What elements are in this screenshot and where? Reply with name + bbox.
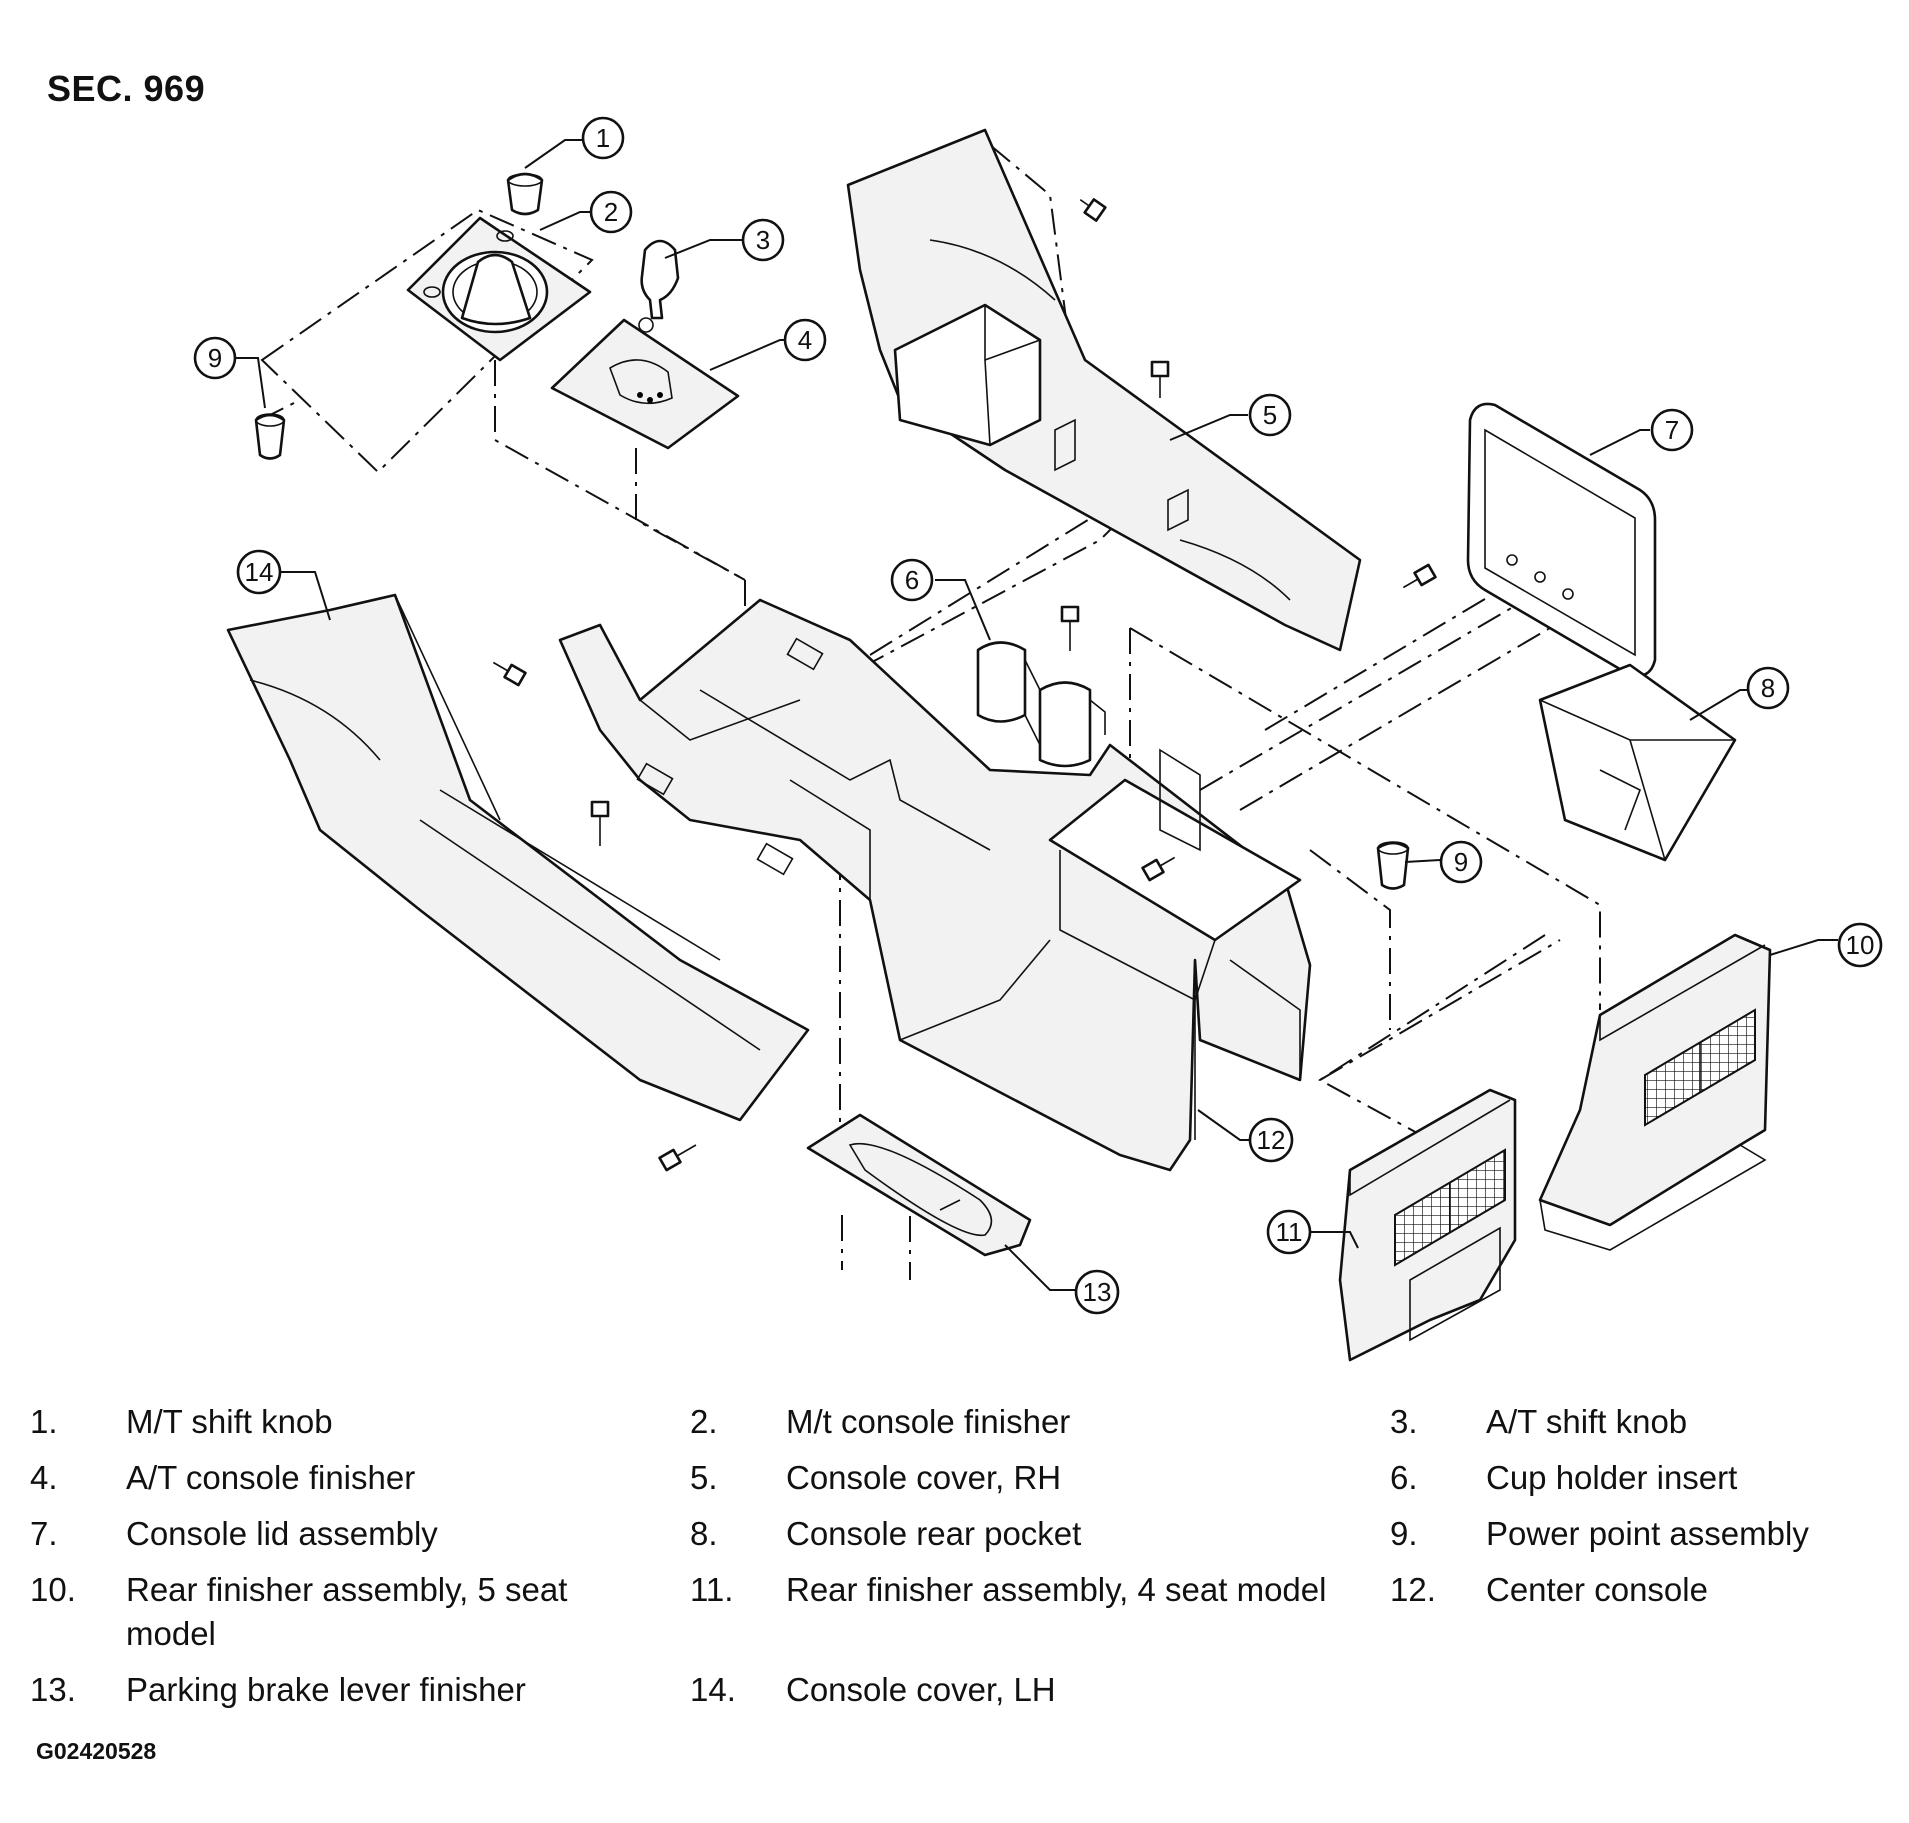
callout-3: 3 xyxy=(741,218,785,262)
power-point-left xyxy=(254,413,286,460)
power-point-right xyxy=(1376,841,1410,890)
legend-number: 5. xyxy=(690,1459,718,1496)
console-rear-pocket xyxy=(1538,663,1737,862)
console-cover-lh xyxy=(226,593,810,1122)
center-console xyxy=(558,598,1312,1172)
callout-label: 10 xyxy=(1846,930,1875,960)
callout-4: 4 xyxy=(783,318,827,362)
legend-number: 7. xyxy=(30,1515,58,1552)
callout-label: 2 xyxy=(604,197,618,227)
legend-text: Console rear pocket xyxy=(786,1515,1082,1552)
callout-label: 14 xyxy=(245,557,274,587)
legend-number: 4. xyxy=(30,1459,58,1496)
legend-text: Rear finisher assembly, 4 seat model xyxy=(786,1571,1327,1608)
callout-label: 4 xyxy=(798,325,812,355)
at-shift-knob xyxy=(640,239,680,320)
screw-icon xyxy=(1150,360,1170,398)
callout-10: 10 xyxy=(1837,922,1883,968)
image-code: G02420528 xyxy=(36,1738,157,1764)
legend-text: Console cover, RH xyxy=(786,1459,1062,1496)
console-cover-rh xyxy=(846,128,1362,652)
legend-text: A/T shift knob xyxy=(1486,1403,1688,1440)
mt-shift-knob xyxy=(506,172,544,216)
callout-label: 5 xyxy=(1263,400,1277,430)
callout-6: 6 xyxy=(890,558,934,602)
legend-text: Parking brake lever finisher xyxy=(126,1671,526,1708)
rear-finisher-5-seat xyxy=(1538,933,1772,1251)
legend-number: 12. xyxy=(1390,1571,1436,1608)
parking-brake-lever-finisher xyxy=(806,1113,1032,1257)
legend-number: 1. xyxy=(30,1403,58,1440)
legend-text: M/t console finisher xyxy=(786,1403,1071,1440)
legend-text: Rear finisher assembly, 5 seat model xyxy=(126,1571,568,1652)
legend-number: 2. xyxy=(690,1403,718,1440)
screw-icon xyxy=(1079,198,1107,222)
exploded-parts-diagram: 1 2 3 4 5 6 7 8 9 9 10 11 12 13 14 xyxy=(193,116,1883,1362)
callout-12: 12 xyxy=(1248,1117,1294,1163)
legend-text: Power point assembly xyxy=(1486,1515,1809,1552)
legend-number: 6. xyxy=(1390,1459,1418,1496)
legend-number: 3. xyxy=(1390,1403,1418,1440)
legend-text: Console cover, LH xyxy=(786,1671,1056,1708)
at-console-finisher xyxy=(550,317,740,450)
screw-icon xyxy=(1060,605,1080,651)
rear-finisher-4-seat xyxy=(1338,1088,1517,1362)
screw-icon xyxy=(1141,856,1176,882)
callout-5: 5 xyxy=(1248,393,1292,437)
callout-label: 8 xyxy=(1761,673,1775,703)
legend-number: 13. xyxy=(30,1671,76,1708)
screw-icon xyxy=(492,661,527,687)
callout-11: 11 xyxy=(1266,1209,1312,1255)
callout-label: 7 xyxy=(1665,415,1679,445)
legend-number: 14. xyxy=(690,1671,736,1708)
callout-label: 6 xyxy=(905,565,919,595)
legend-number: 8. xyxy=(690,1515,718,1552)
legend-number: 11. xyxy=(690,1571,734,1608)
legend-text: A/T console finisher xyxy=(126,1459,416,1496)
callout-14: 14 xyxy=(236,549,282,595)
callout-8: 8 xyxy=(1746,666,1790,710)
legend-number: 10. xyxy=(30,1571,76,1608)
screws xyxy=(492,198,1437,1172)
callout-13: 13 xyxy=(1074,1269,1120,1315)
screw-icon xyxy=(658,1144,697,1172)
legend-text: Console lid assembly xyxy=(126,1515,438,1552)
callout-2: 2 xyxy=(589,190,633,234)
callout-label: 9 xyxy=(1454,847,1468,877)
callout-7: 7 xyxy=(1650,408,1694,452)
callout-label: 11 xyxy=(1276,1217,1303,1247)
callout-label: 1 xyxy=(596,123,610,153)
cup-holder-insert xyxy=(976,641,1106,768)
callout-label: 3 xyxy=(756,225,770,255)
leader-lines xyxy=(236,139,1838,1291)
callout-9-right: 9 xyxy=(1439,840,1483,884)
legend-text: M/T shift knob xyxy=(126,1403,333,1440)
console-lid-assembly xyxy=(1466,402,1657,678)
legend-text: Center console xyxy=(1486,1571,1708,1608)
legend-number: 9. xyxy=(1390,1515,1418,1552)
mt-console-finisher xyxy=(406,216,592,362)
callout-9-left: 9 xyxy=(193,336,237,380)
callout-1: 1 xyxy=(581,116,625,160)
callout-label: 13 xyxy=(1083,1277,1112,1307)
legend-text: Cup holder insert xyxy=(1486,1459,1738,1496)
screw-icon xyxy=(590,800,610,846)
callout-label: 9 xyxy=(208,343,222,373)
callout-label: 12 xyxy=(1257,1125,1286,1155)
screw-icon xyxy=(1402,563,1437,589)
section-title: SEC. 969 xyxy=(47,68,206,109)
